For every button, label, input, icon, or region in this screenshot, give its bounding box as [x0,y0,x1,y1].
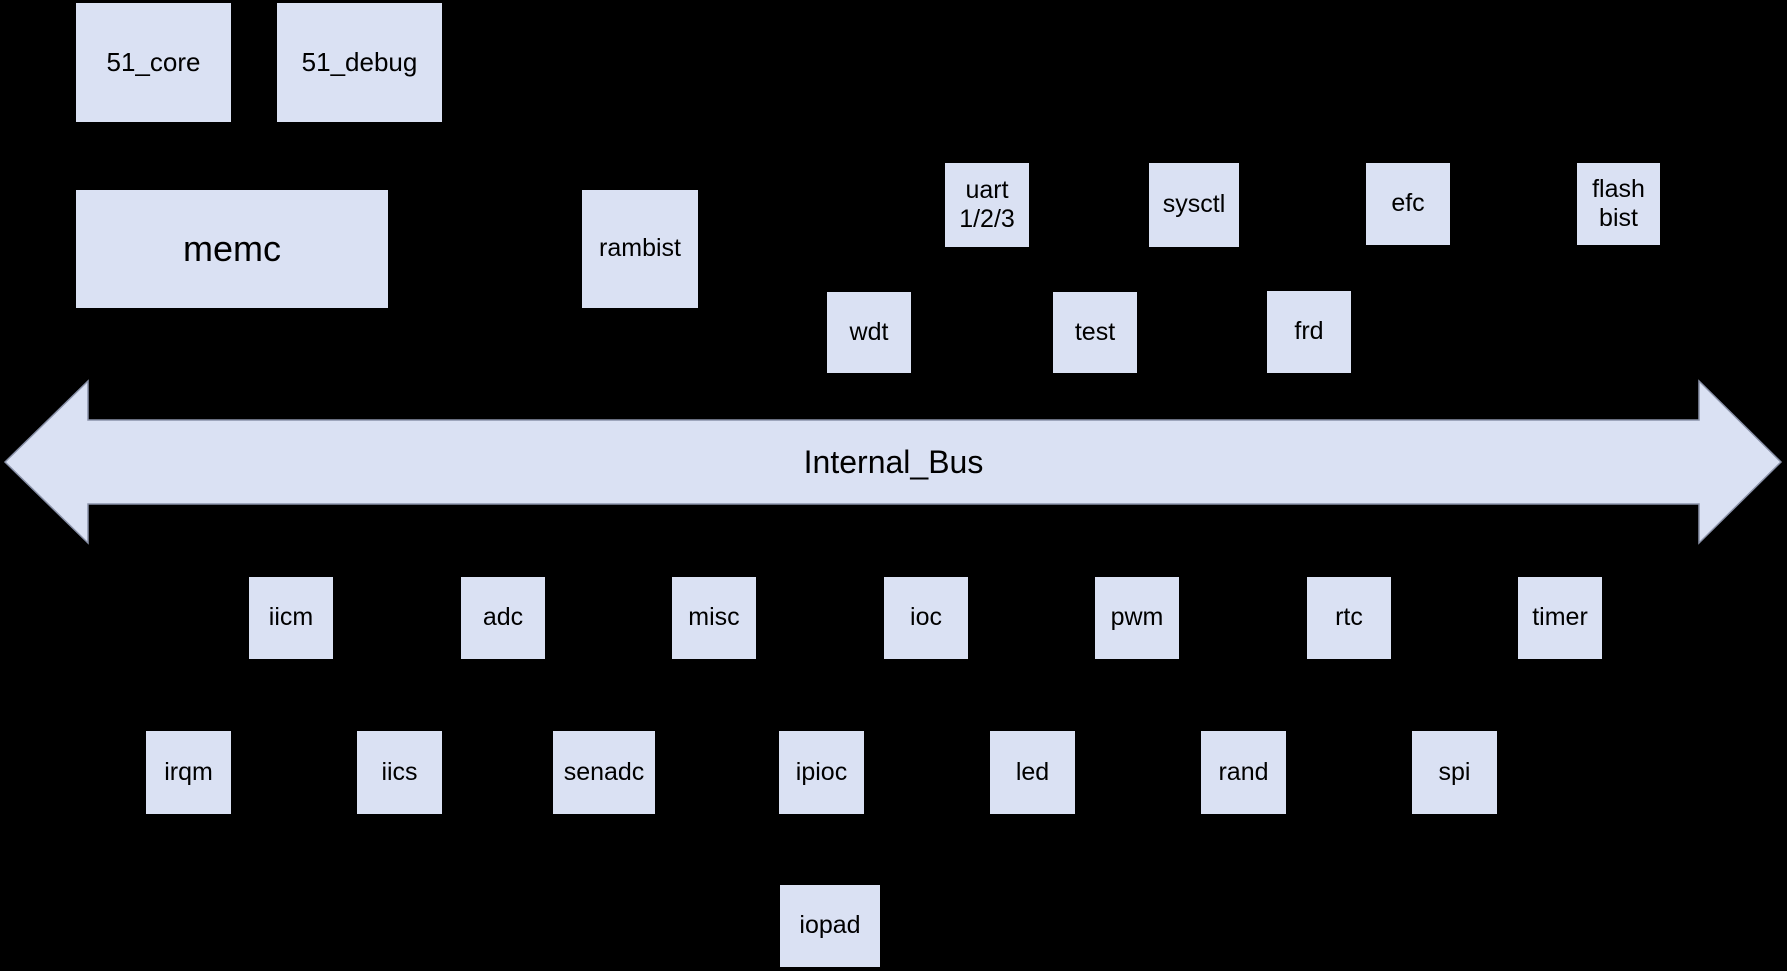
internal-bus-arrow-shape [3,379,1783,545]
block-wdt: wdt [827,292,911,373]
block-51-debug: 51_debug [277,3,442,122]
block-iicm: iicm [249,577,333,659]
block-sysctl: sysctl [1149,163,1239,247]
block-ipioc: ipioc [779,731,864,814]
block-flash-bist: flash bist [1577,163,1660,245]
block-test: test [1053,292,1137,373]
block-rambist: rambist [582,190,698,308]
block-rtc: rtc [1307,577,1391,659]
block-frd: frd [1267,291,1351,373]
block-memc: memc [76,190,388,308]
internal-bus-label: Internal_Bus [803,443,984,480]
block-spi: spi [1412,731,1497,814]
block-iopad: iopad [780,885,880,967]
block-efc: efc [1366,163,1450,245]
block-senadc: senadc [553,731,655,814]
block-timer: timer [1518,577,1602,659]
block-led: led [990,731,1075,814]
block-rand: rand [1201,731,1286,814]
block-51-core: 51_core [76,3,231,122]
block-pwm: pwm [1095,577,1179,659]
block-uart-1-2-3: uart 1/2/3 [945,163,1029,247]
block-misc: misc [672,577,756,659]
block-ioc: ioc [884,577,968,659]
block-iics: iics [357,731,442,814]
block-irqm: irqm [146,731,231,814]
block-adc: adc [461,577,545,659]
